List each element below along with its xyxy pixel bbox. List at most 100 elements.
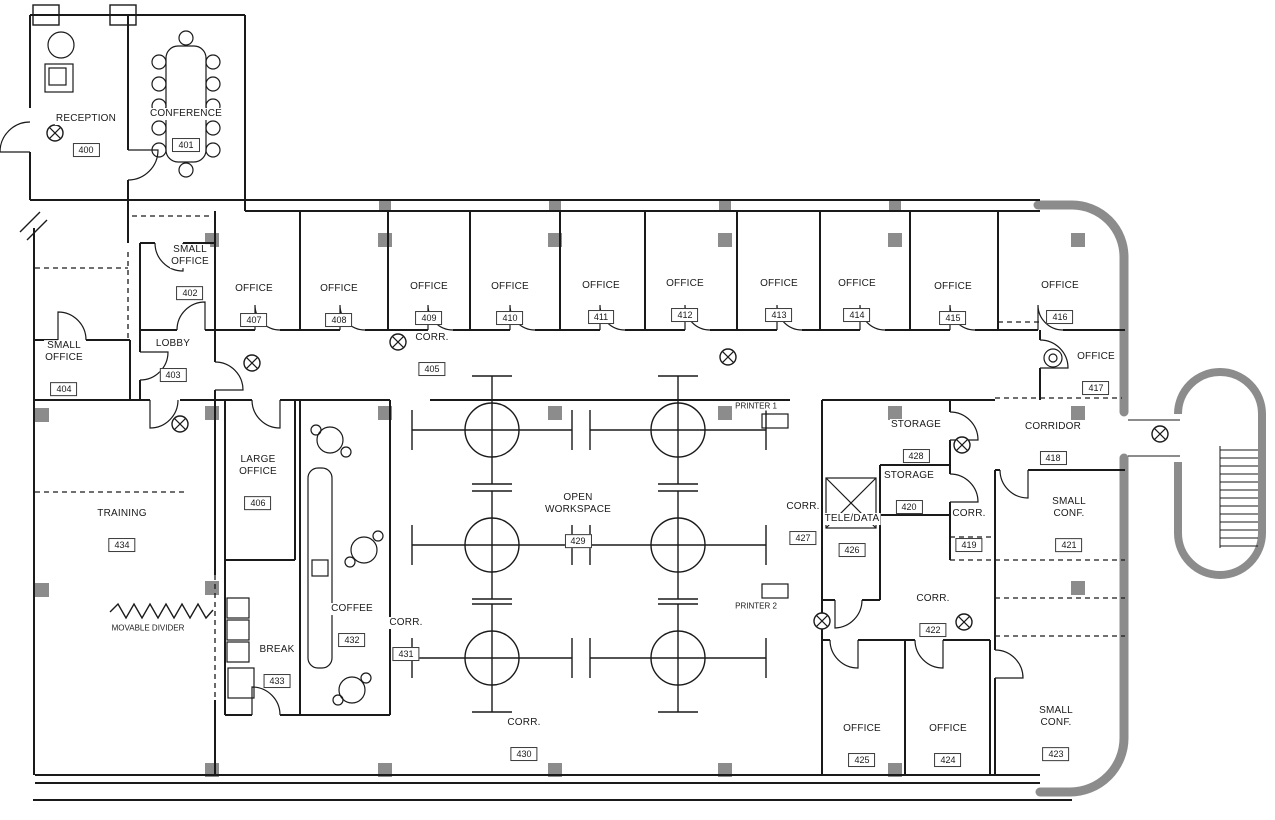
room-name: SMALL OFFICE	[170, 244, 210, 268]
room-name: CORR.	[388, 617, 424, 629]
room-number-tag: 418	[1039, 450, 1067, 465]
room-name: TRAINING	[96, 508, 148, 520]
room-name: SMALL CONF.	[1038, 705, 1074, 729]
printer-icons	[761, 413, 789, 599]
room-label-413: OFFICE 413	[759, 278, 799, 322]
room-number-tag: 415	[939, 310, 967, 325]
room-name: COFFEE	[330, 603, 374, 615]
room-label-421: SMALL CONF.421	[1051, 496, 1087, 552]
room-label-420: STORAGE 420	[882, 470, 936, 514]
room-name: CORR.	[414, 332, 450, 344]
furniture	[44, 30, 1063, 706]
room-name: LOBBY	[154, 338, 192, 350]
room-name: CORR.	[785, 501, 821, 513]
printer-1-label: PRINTER 1	[735, 401, 777, 411]
room-number-tag: 425	[848, 752, 876, 767]
room-label-432: COFFEE 432	[330, 603, 374, 647]
room-name: TELE/DATA	[823, 513, 881, 525]
printer-2-label: PRINTER 2	[735, 601, 777, 611]
room-name: OFFICE	[319, 283, 359, 295]
room-name: LARGE OFFICE	[238, 454, 278, 478]
room-number-tag: 408	[325, 312, 353, 327]
room-number-tag: 432	[338, 632, 366, 647]
room-number-tag: 422	[919, 622, 947, 637]
room-number-tag: 413	[765, 307, 793, 322]
room-number-tag: 430	[510, 746, 538, 761]
room-number-tag: 423	[1042, 746, 1070, 761]
room-number-tag: 433	[263, 673, 291, 688]
room-label-430: CORR.430	[506, 717, 542, 761]
movable-divider-line	[109, 602, 214, 620]
room-name: STORAGE	[882, 470, 936, 482]
room-name: OFFICE	[665, 278, 705, 290]
building-shell-gray	[1033, 200, 1266, 797]
room-label-434: TRAINING 434	[96, 508, 148, 552]
room-number-tag: 417	[1082, 380, 1110, 395]
room-number-tag: 411	[587, 309, 615, 324]
room-name: CORRIDOR	[1023, 421, 1083, 433]
room-number-tag: 431	[392, 646, 420, 661]
room-number-tag: 434	[108, 537, 136, 552]
room-name: CORR.	[951, 508, 987, 520]
room-name: STORAGE	[889, 419, 943, 431]
room-number-tag: 427	[789, 530, 817, 545]
room-name: SMALL CONF.	[1051, 496, 1087, 520]
room-number-tag: 405	[418, 361, 446, 376]
room-number-tag: 404	[50, 381, 78, 396]
room-number-tag: 419	[955, 537, 983, 552]
room-number-tag: 424	[934, 752, 962, 767]
room-number-tag: 412	[671, 307, 699, 322]
room-label-405: CORR. 405	[414, 332, 450, 376]
room-name: CONFERENCE	[148, 108, 224, 120]
room-label-409: OFFICE 409	[409, 281, 449, 325]
room-name: OFFICE	[928, 723, 968, 735]
room-number-tag: 416	[1046, 309, 1074, 324]
room-label-408: OFFICE 408	[319, 283, 359, 327]
room-label-433: BREAK 433	[258, 644, 296, 688]
dashed-lines	[35, 215, 1125, 700]
room-label-403: LOBBY 403	[154, 338, 192, 382]
room-label-402: SMALL OFFICE 402	[170, 244, 210, 300]
room-label-418: CORRIDOR 418	[1023, 421, 1083, 465]
room-number-tag: 409	[415, 310, 443, 325]
room-name: OFFICE	[409, 281, 449, 293]
room-name: OFFICE	[837, 278, 877, 290]
room-name: RECEPTION	[54, 113, 118, 125]
room-label-419: CORR. 419	[951, 508, 987, 552]
movable-divider-label: MOVABLE DIVIDER	[111, 623, 185, 633]
room-label-415: OFFICE 415	[933, 281, 973, 325]
room-name: CORR.	[915, 593, 951, 605]
room-number-tag: 410	[496, 310, 524, 325]
room-label-427: CORR. 427	[785, 501, 821, 545]
room-name: OFFICE	[933, 281, 973, 293]
room-name: OFFICE	[842, 723, 882, 735]
room-name: OFFICE	[1076, 351, 1116, 363]
room-name: OFFICE	[490, 281, 530, 293]
room-name: OFFICE	[759, 278, 799, 290]
walls	[19, 4, 1125, 801]
room-label-426: TELE/DATA 426	[823, 513, 881, 557]
room-name: OFFICE	[234, 283, 274, 295]
room-name: OFFICE	[581, 280, 621, 292]
room-label-422: CORR. 422	[915, 593, 951, 637]
room-name: BREAK	[258, 644, 296, 656]
room-number-tag: 403	[159, 367, 187, 382]
room-label-424: OFFICE 424	[928, 723, 968, 767]
room-number-tag: 426	[838, 542, 866, 557]
room-label-425: OFFICE 425	[842, 723, 882, 767]
room-label-431: CORR. 431	[388, 617, 424, 661]
room-number-tag: 402	[176, 285, 204, 300]
room-label-406: LARGE OFFICE 406	[238, 454, 278, 510]
room-label-412: OFFICE 412	[665, 278, 705, 322]
room-label-410: OFFICE 410	[490, 281, 530, 325]
room-number-tag: 420	[895, 499, 923, 514]
door-arcs	[0, 121, 1069, 716]
room-number-tag: 406	[244, 495, 272, 510]
